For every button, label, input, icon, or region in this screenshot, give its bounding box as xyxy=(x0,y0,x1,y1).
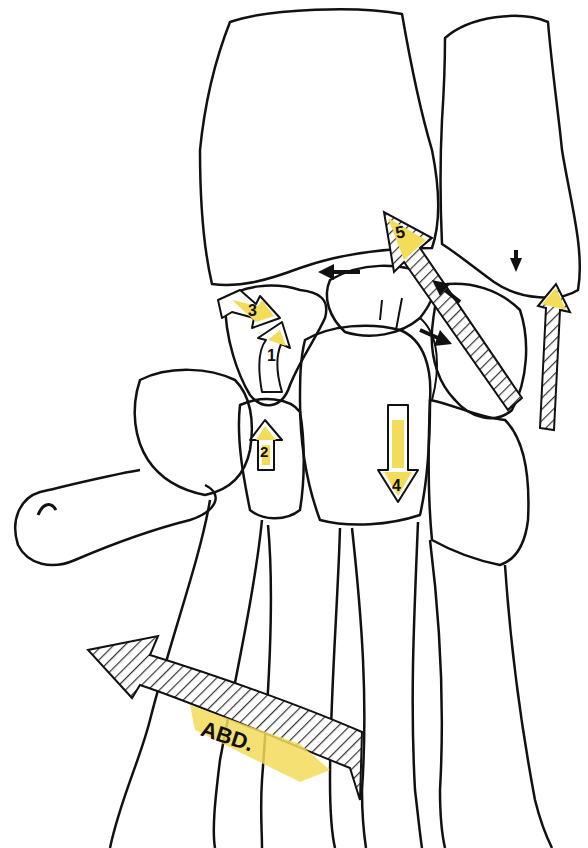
callout-number: 3 xyxy=(248,303,257,319)
callout-number: 4 xyxy=(392,478,401,494)
callout-number: 2 xyxy=(260,444,268,459)
callout-number: 1 xyxy=(267,348,276,364)
